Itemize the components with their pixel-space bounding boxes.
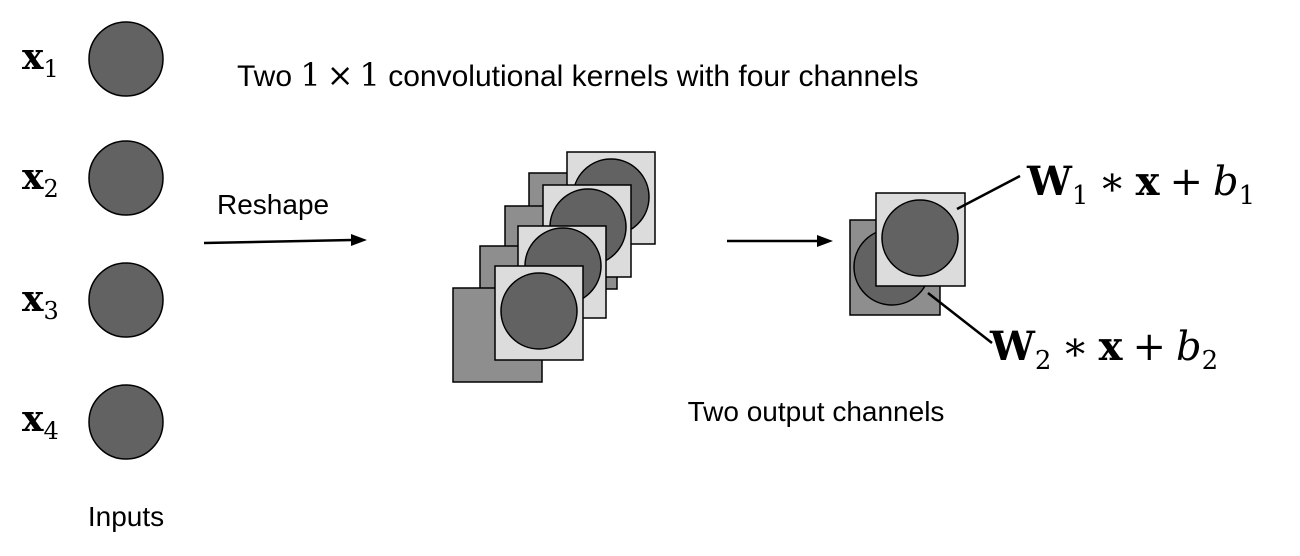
output-channel-1-circle xyxy=(881,199,959,277)
input-symbol: x xyxy=(22,278,44,320)
formula-1-input: x xyxy=(1136,158,1161,205)
input-subscript: 2 xyxy=(43,175,58,203)
formula-2-bias-subscript: 2 xyxy=(1202,346,1219,376)
formula-2-input: x xyxy=(1099,323,1124,370)
input-circle xyxy=(88,21,164,97)
reshape-arrow xyxy=(203,234,367,246)
kernels-title-times: × xyxy=(327,56,354,94)
output-formula-1: W1∗x+b1 xyxy=(1026,158,1255,211)
kernels-title: Two 1×1 convolutional kernels with four … xyxy=(237,56,919,94)
kernel-weight-circle xyxy=(500,272,578,350)
formula-1-leader xyxy=(956,174,1021,211)
kernels-title-size-a: 1 xyxy=(300,56,320,94)
input-circle xyxy=(88,384,164,460)
kernels-title-suffix: convolutional kernels with four channels xyxy=(380,60,919,93)
formula-1-plus: + xyxy=(1170,159,1204,205)
input-circle xyxy=(88,262,164,338)
outputs-caption: Two output channels xyxy=(688,396,945,427)
output-arrow xyxy=(727,235,833,247)
formula-1-bias: b xyxy=(1213,159,1239,205)
kernels-title-prefix: Two xyxy=(237,60,300,93)
input-node-2: x2 xyxy=(22,140,164,216)
input-symbol: x xyxy=(22,398,44,440)
output-stack xyxy=(849,192,966,316)
svg-text:x1: x1 xyxy=(22,36,59,83)
formula-1-bias-subscript: 1 xyxy=(1239,181,1256,211)
input-subscript: 1 xyxy=(43,55,58,83)
svg-text:x3: x3 xyxy=(22,278,59,325)
input-symbol: x xyxy=(22,156,44,198)
formula-2-plus: + xyxy=(1133,324,1167,370)
input-circle xyxy=(88,140,164,216)
formula-2-bias: b xyxy=(1176,324,1202,370)
formula-2-weight: W xyxy=(989,323,1036,370)
input-node-4: x4 xyxy=(22,384,164,460)
input-node-1: x1 xyxy=(22,21,164,97)
kernel-stack xyxy=(452,151,656,383)
formula-2-weight-subscript: 2 xyxy=(1035,346,1052,376)
formula-2-leader xyxy=(927,292,993,344)
output-formula-2: W2∗x+b2 xyxy=(989,323,1218,376)
svg-text:x2: x2 xyxy=(22,156,59,203)
formula-1-operator: ∗ xyxy=(1098,159,1125,205)
formula-1-weight: W xyxy=(1026,158,1073,205)
input-node-3: x3 xyxy=(22,262,164,338)
svg-text:x4: x4 xyxy=(22,398,59,445)
formula-1-weight-subscript: 1 xyxy=(1072,181,1089,211)
kernels-title-size-b: 1 xyxy=(360,56,380,94)
input-symbol: x xyxy=(22,36,44,78)
input-subscript: 3 xyxy=(43,297,58,325)
reshape-label: Reshape xyxy=(217,189,329,220)
inputs-caption: Inputs xyxy=(88,501,164,532)
formula-2-operator: ∗ xyxy=(1061,324,1088,370)
input-subscript: 4 xyxy=(43,417,58,445)
